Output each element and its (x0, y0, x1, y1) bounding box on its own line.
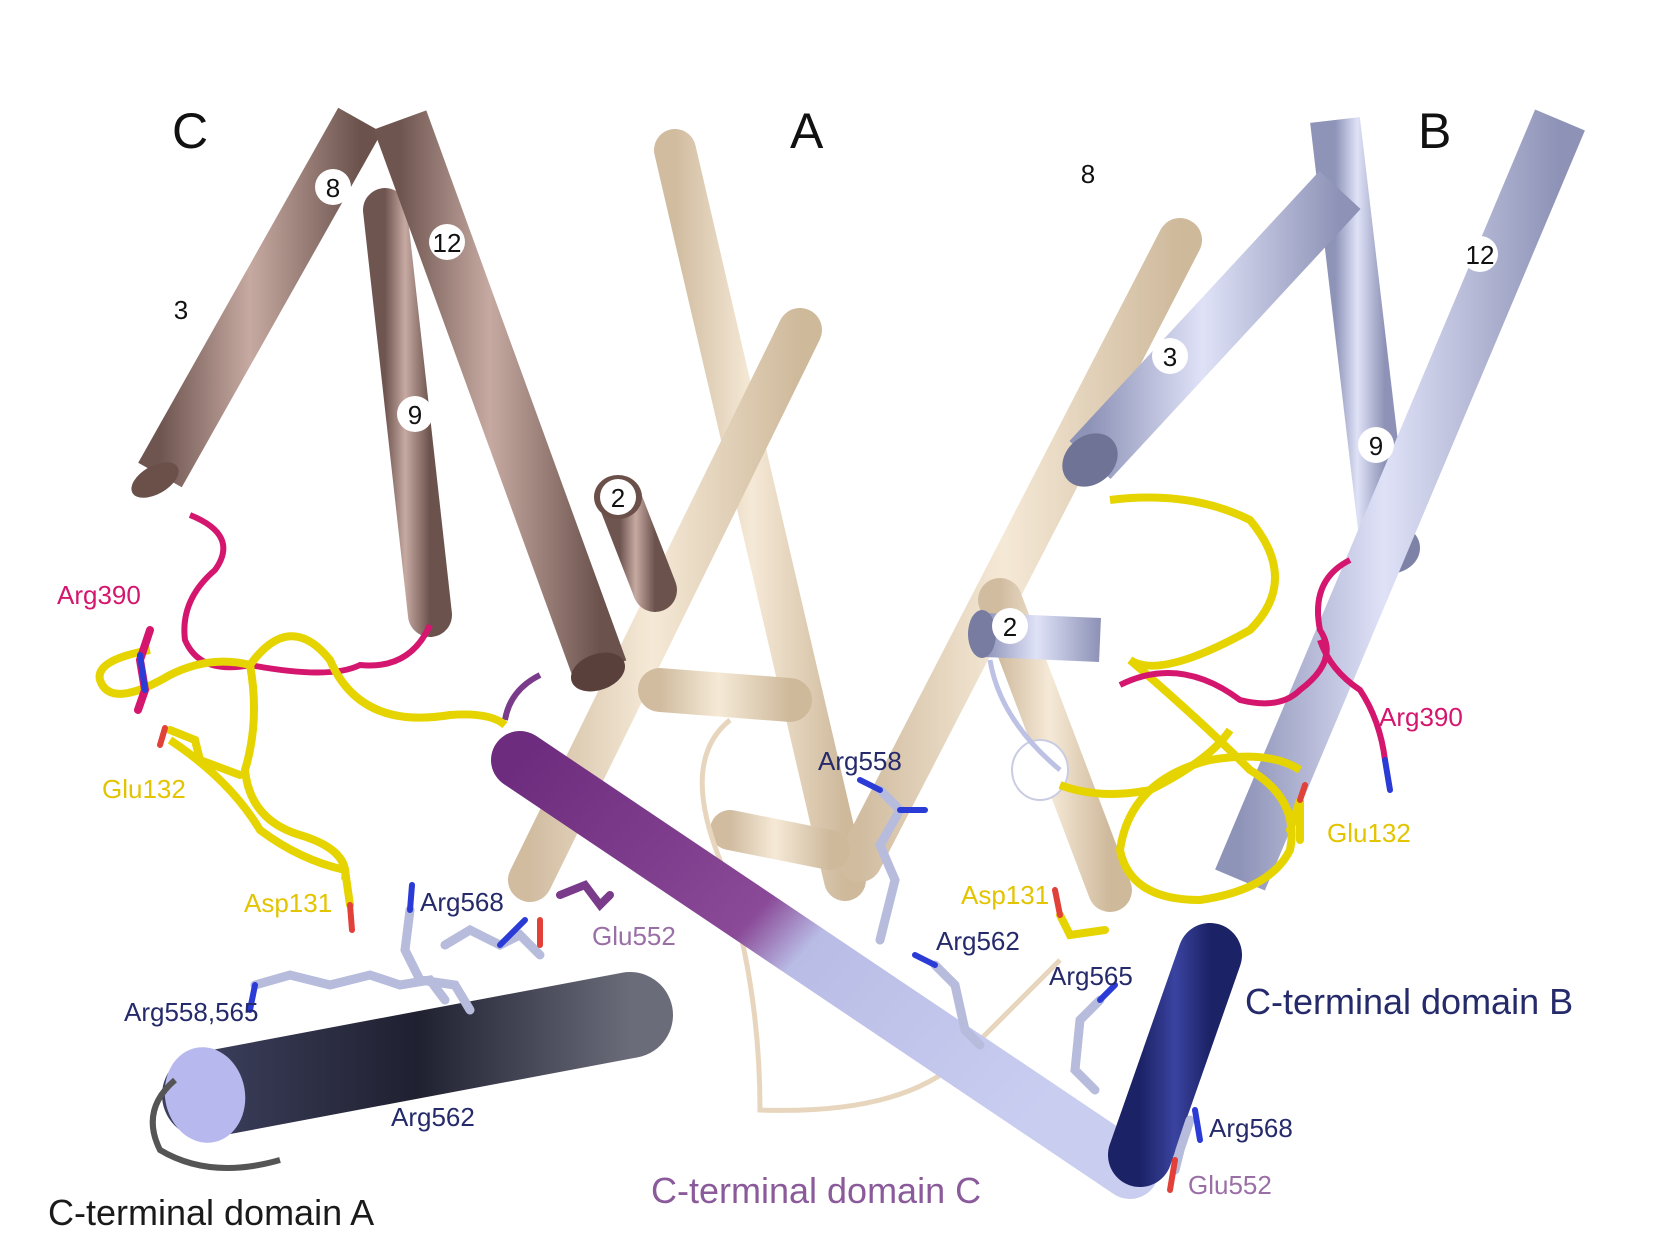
helix-number-badges: 8 12 3 9 2 8 12 3 9 2 (163, 155, 1498, 644)
helix-label-c8: 8 (326, 173, 340, 203)
residue-label-c-asp131: Asp131 (244, 888, 332, 918)
residue-label-b-glu132: Glu132 (1327, 818, 1411, 848)
domain-label-ctd-a: C-terminal domain A (48, 1192, 374, 1233)
helix-label-c2: 2 (611, 483, 625, 513)
helix-label-c3: 3 (174, 295, 188, 325)
residue-label-b-glu552: Glu552 (1188, 1170, 1272, 1200)
helix-label-b12: 12 (1466, 240, 1495, 270)
chain-label-a: A (790, 103, 824, 159)
chain-b-loops (1058, 493, 1388, 905)
residue-label-c-arg562: Arg562 (936, 926, 1020, 956)
residue-label-a-glu552: Glu552 (592, 921, 676, 951)
residue-label-b-arg390: Arg390 (1379, 702, 1463, 732)
helix-label-c12: 12 (433, 228, 462, 258)
ctd-b-helix (1108, 923, 1242, 1187)
residue-label-c-arg390: Arg390 (57, 580, 141, 610)
chain-label-c: C (172, 103, 208, 159)
residue-label-a-arg558-565: Arg558,565 (124, 997, 258, 1027)
residue-label-b-arg565: Arg565 (1049, 961, 1133, 991)
residue-labels: Arg390 Glu132 Asp131 Arg568 Glu552 Arg55… (57, 580, 1463, 1200)
residue-label-c-arg558: Arg558 (818, 746, 902, 776)
residue-label-a-arg562: Arg562 (391, 1102, 475, 1132)
chain-label-b: B (1418, 103, 1451, 159)
residue-label-b-arg568: Arg568 (1209, 1113, 1293, 1143)
helix-label-b8: 8 (1081, 159, 1095, 189)
chain-b-helices (968, 109, 1585, 891)
side-chain-sticks (134, 626, 1393, 1193)
helix-label-c9: 9 (408, 400, 422, 430)
domain-label-ctd-b: C-terminal domain B (1245, 981, 1573, 1022)
residue-label-a-arg568: Arg568 (420, 887, 504, 917)
chain-c-helices (131, 107, 677, 721)
ctd-c-helix (491, 672, 1159, 1199)
helix-label-b2: 2 (1003, 612, 1017, 642)
domain-label-ctd-c: C-terminal domain C (651, 1170, 981, 1211)
helix-label-b3: 3 (1163, 342, 1177, 372)
helix-label-b9: 9 (1369, 431, 1383, 461)
ctd-a-helix (149, 972, 673, 1171)
residue-label-b-asp131: Asp131 (961, 880, 1049, 910)
residue-label-c-glu132: Glu132 (102, 774, 186, 804)
